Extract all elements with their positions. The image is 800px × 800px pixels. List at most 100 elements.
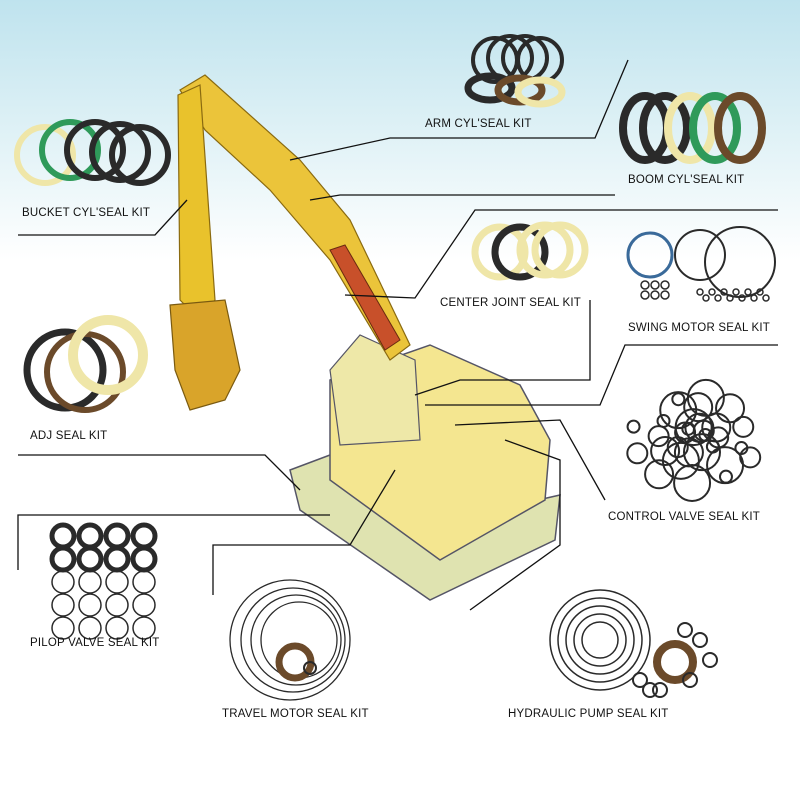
leader-control: [454, 419, 606, 501]
swing-small-oring: [726, 294, 734, 302]
leader-pilot: [17, 514, 330, 570]
pilot-valve-oring: [78, 570, 102, 594]
leader-pump: [469, 439, 561, 611]
swing-small-oring: [640, 290, 650, 300]
pilot-valve-oring: [132, 593, 156, 617]
control-valve-oring: [644, 459, 675, 490]
control-valve-oring: [739, 446, 762, 469]
control-valve-oring: [673, 463, 712, 502]
swing-small-oring: [696, 288, 704, 296]
pump-seal-ring: [565, 605, 635, 675]
swing-small-oring: [732, 288, 740, 296]
swing-small-oring: [640, 280, 650, 290]
swing-small-oring: [720, 288, 728, 296]
leader-center: [344, 209, 778, 299]
leader-boom: [309, 194, 615, 201]
pilot-valve-oring: [130, 522, 158, 550]
swing-small-oring: [750, 294, 758, 302]
swing-seal-ring: [626, 231, 674, 279]
bucket: [169, 299, 241, 411]
pump-seal-ring: [549, 589, 651, 691]
bucket-seal-ring: [14, 124, 76, 186]
leader-swing: [414, 300, 591, 396]
arm-seal-ring: [464, 72, 516, 104]
pilot-valve-oring: [49, 545, 77, 573]
swing-small-oring: [650, 280, 660, 290]
boom-cylinder: [329, 244, 401, 351]
pump-seal-ring: [581, 621, 619, 659]
label-swing-motor-seal-kit: SWING MOTOR SEAL KIT: [628, 322, 771, 334]
leader-lines: [17, 59, 778, 611]
leader-adj: [18, 454, 301, 491]
control-valve-oring: [682, 433, 721, 472]
boom-seal-ring: [639, 92, 691, 164]
center-joint-seal-ring: [471, 223, 529, 281]
swing-seal-ring: [704, 226, 776, 298]
bucket-seal-ring: [64, 119, 126, 181]
swing-small-oring: [762, 294, 770, 302]
control-valve-oring: [661, 441, 700, 480]
pilot-valve-oring: [103, 545, 131, 573]
pilot-valve-oring: [51, 570, 75, 594]
label-arm-cyl-seal-kit: ARM CYL'SEAL KIT: [425, 118, 532, 130]
control-valve-oring: [626, 419, 641, 434]
travel-seal-ring: [303, 661, 317, 675]
label-hydraulic-pump-seal-kit: HYDRAULIC PUMP SEAL KIT: [508, 708, 669, 720]
pilot-valve-oring: [132, 570, 156, 594]
arm-seal-ring: [514, 76, 566, 108]
travel-seal-ring: [250, 594, 342, 686]
swing-small-oring: [702, 294, 710, 302]
label-pilot-valve-seal-kit: PILOP VALVE SEAL KIT: [30, 637, 160, 649]
leader-bucket: [18, 199, 188, 236]
label-control-valve-seal-kit: CONTROL VALVE SEAL KIT: [608, 511, 761, 523]
pump-small-oring: [702, 652, 718, 668]
pump-small-oring: [692, 632, 708, 648]
travel-seal-ring: [260, 601, 338, 679]
pump-seal-ring: [557, 597, 643, 683]
pilot-valve-oring: [49, 522, 77, 550]
boom-seal-ring: [664, 92, 716, 164]
pilot-valve-oring: [76, 522, 104, 550]
pump-small-oring: [677, 622, 693, 638]
swing-small-oring: [660, 280, 670, 290]
leader-swing2: [425, 344, 778, 406]
label-bucket-cyl-seal-kit: BUCKET CYL'SEAL KIT: [22, 207, 151, 219]
label-center-joint-seal-kit: CENTER JOINT SEAL KIT: [440, 297, 581, 309]
pump-seal-ring: [573, 613, 627, 667]
center-joint-seal-ring: [531, 221, 589, 279]
pilot-valve-oring: [51, 616, 75, 640]
adj-seal-ring: [23, 328, 107, 412]
bucket-seal-ring: [39, 119, 101, 181]
leader-arm: [289, 59, 629, 161]
bucket-seal-ring: [89, 121, 151, 183]
seal-kit-rings: [14, 34, 776, 701]
control-valve-oring: [686, 378, 725, 417]
pilot-valve-oring: [130, 545, 158, 573]
pilot-valve-oring: [76, 545, 104, 573]
control-valve-oring: [647, 425, 670, 448]
arm-seal-ring: [494, 74, 546, 106]
swing-small-oring: [708, 288, 716, 296]
swing-small-oring: [744, 288, 752, 296]
control-valve-oring: [701, 412, 732, 443]
travel-seal-ring: [240, 587, 346, 693]
swing-seal-ring: [674, 229, 726, 281]
swing-small-oring: [650, 290, 660, 300]
control-valve-oring: [626, 442, 649, 465]
label-boom-cyl-seal-kit: BOOM CYL'SEAL KIT: [628, 174, 745, 186]
pilot-valve-oring: [51, 593, 75, 617]
pilot-valve-oring: [78, 593, 102, 617]
control-valve-oring: [707, 426, 730, 449]
center-joint-seal-ring: [491, 223, 549, 281]
swing-small-oring: [714, 294, 722, 302]
pilot-valve-oring: [132, 616, 156, 640]
bucket-seal-ring: [109, 124, 171, 186]
control-valve-oring: [683, 392, 714, 423]
pump-small-oring: [632, 672, 648, 688]
cab: [329, 334, 421, 446]
pump-small-oring: [652, 682, 668, 698]
leader-travel: [212, 469, 396, 595]
center-joint-seal-ring: [516, 221, 574, 279]
pump-seal-ring: [653, 640, 697, 684]
swing-small-oring: [756, 288, 764, 296]
